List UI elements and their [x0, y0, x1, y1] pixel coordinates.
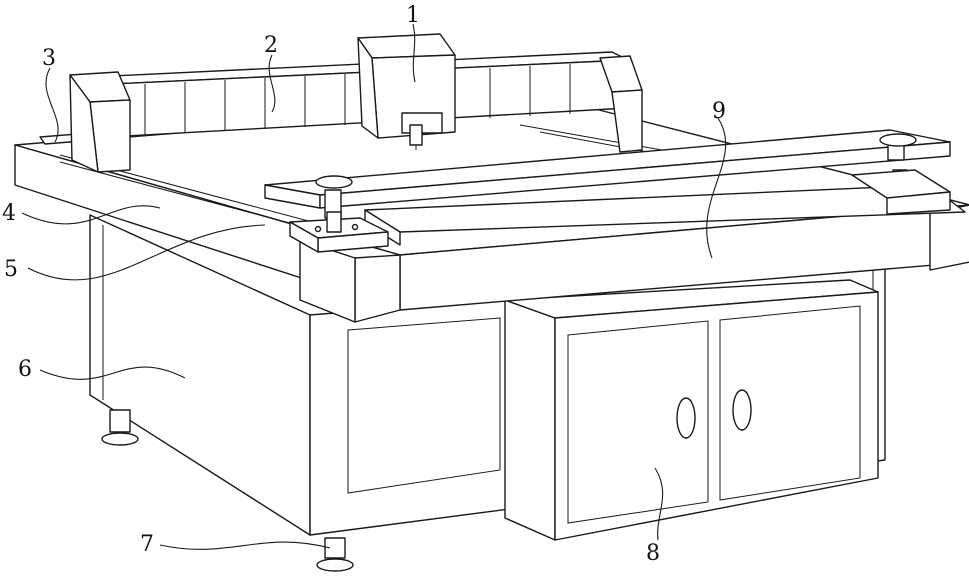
leader-3 [46, 68, 58, 142]
cabinet [505, 280, 878, 540]
cutter-head [358, 34, 455, 150]
callout-6: 6 [18, 357, 32, 382]
callout-2: 2 [264, 33, 278, 58]
callout-8: 8 [646, 541, 660, 566]
callout-7: 7 [140, 532, 154, 557]
leader-7 [160, 542, 330, 549]
callout-5: 5 [4, 257, 18, 282]
callout-4: 4 [2, 201, 16, 226]
callout-1: 1 [406, 3, 420, 28]
callout-9: 9 [712, 99, 726, 124]
callout-3: 3 [42, 46, 56, 71]
